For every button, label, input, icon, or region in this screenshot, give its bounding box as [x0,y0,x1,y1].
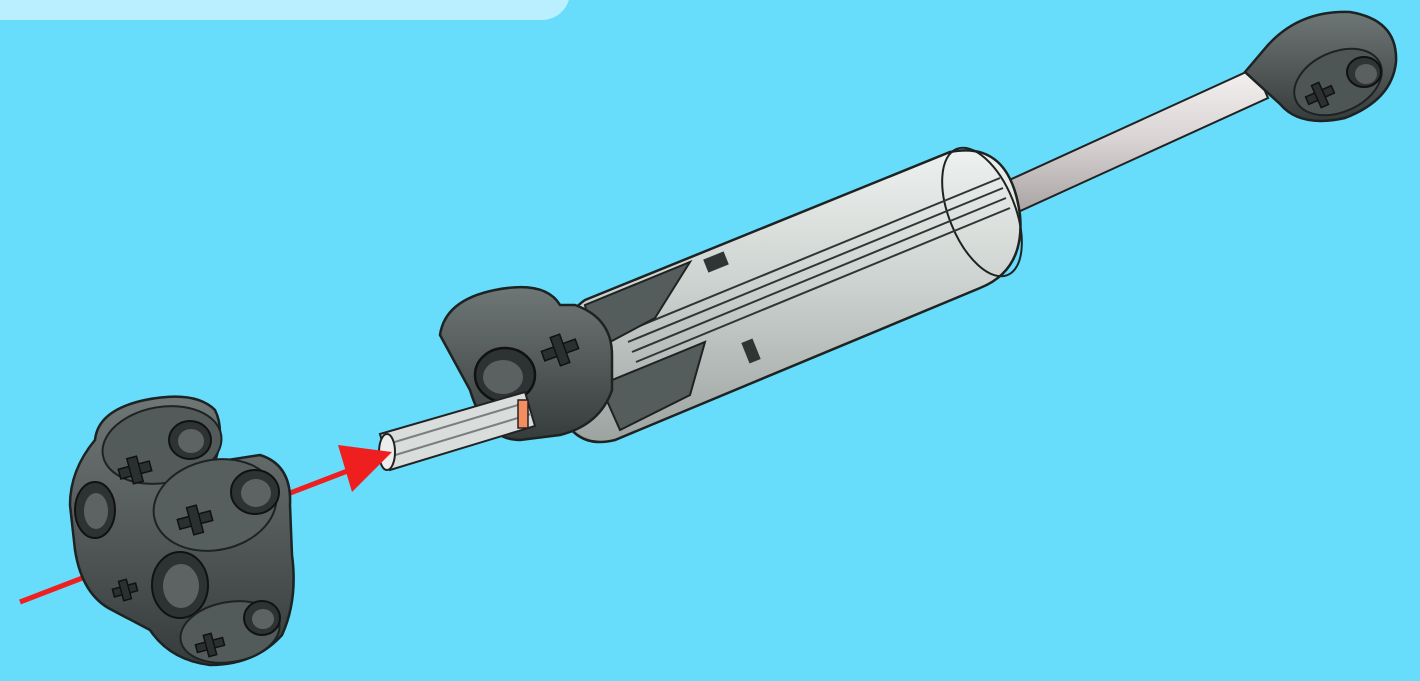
cross-connector-block [70,397,294,671]
pneumatic-cylinder [557,137,1038,442]
cross-axle-tip [379,392,535,470]
rod-end-connector [1245,12,1396,128]
piston-rod [1005,68,1268,212]
insertion-arrow [285,445,392,495]
